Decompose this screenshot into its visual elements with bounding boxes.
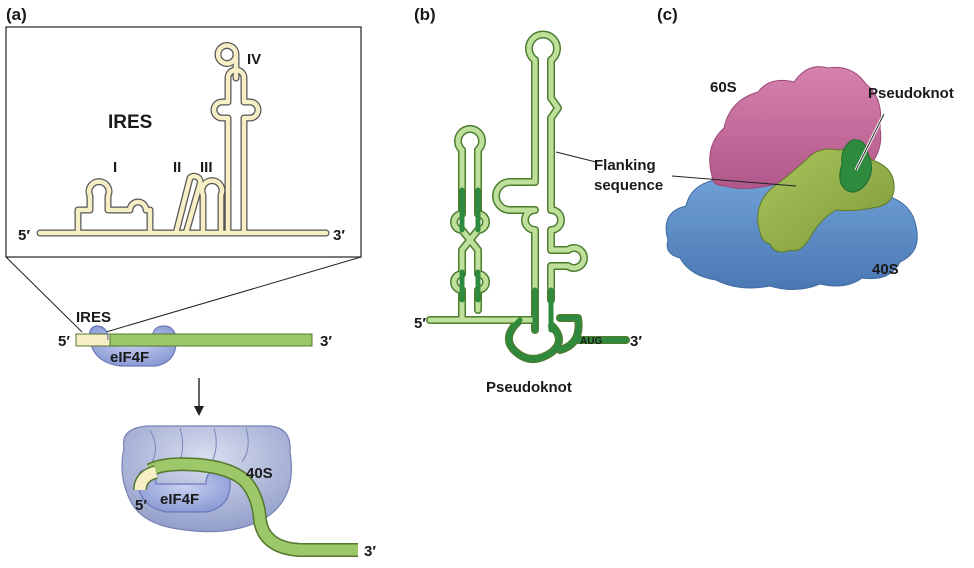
panel-label-b: (b) [414, 5, 436, 24]
mrna-strand [75, 333, 313, 347]
flanking-label-line1: Flanking [594, 157, 656, 174]
mrna-five-prime: 5′ [58, 333, 70, 350]
pseudoknot-label-c: Pseudoknot [868, 85, 954, 102]
domain-label-ii: II [173, 159, 181, 176]
ires-three-prime: 3′ [333, 227, 345, 244]
domain-label-iv: IV [247, 51, 261, 68]
domain-label-i: I [113, 159, 117, 176]
hcv-three-prime: 3′ [630, 333, 642, 350]
mrna-three-prime: 3′ [320, 333, 332, 350]
ires-segment [75, 333, 111, 347]
ires-zoom-box [5, 26, 362, 333]
pseudoknot-label-b: Pseudoknot [486, 379, 572, 396]
mrna-eif4f-complex [75, 325, 313, 367]
domain-label-iii: III [200, 159, 213, 176]
ribosome-cryoem-model [665, 66, 918, 290]
panel-label-c: (c) [657, 5, 678, 24]
ires-structure [36, 42, 330, 237]
bottom-eif4f-label: eIF4F [160, 491, 199, 508]
eif4f-label: eIF4F [110, 349, 149, 366]
ires-title: IRES [108, 112, 152, 133]
pseudoknot-pointer [855, 113, 885, 171]
panel-label-a: (a) [6, 5, 27, 24]
aug-codon-label: AUG [580, 336, 602, 347]
subunit-40s-label: 40S [246, 465, 273, 482]
mrna-through-40s [147, 458, 358, 556]
subunit-40s-model-label: 40S [872, 261, 899, 278]
flanking-pointer [555, 151, 597, 163]
down-arrow-icon [194, 378, 204, 416]
bottom-three-prime: 3′ [364, 543, 376, 560]
ires-five-prime: 5′ [18, 227, 30, 244]
flanking-label-line2: sequence [594, 177, 663, 194]
flanking-pointer-c [671, 175, 797, 187]
subunit-60s-label: 60S [710, 79, 737, 96]
bottom-five-prime: 5′ [135, 497, 147, 514]
ribosome-40s-complex [121, 425, 358, 557]
ires-small-label: IRES [76, 309, 111, 326]
hcv-five-prime: 5′ [414, 315, 426, 332]
hcv-ires-structure [426, 30, 630, 363]
